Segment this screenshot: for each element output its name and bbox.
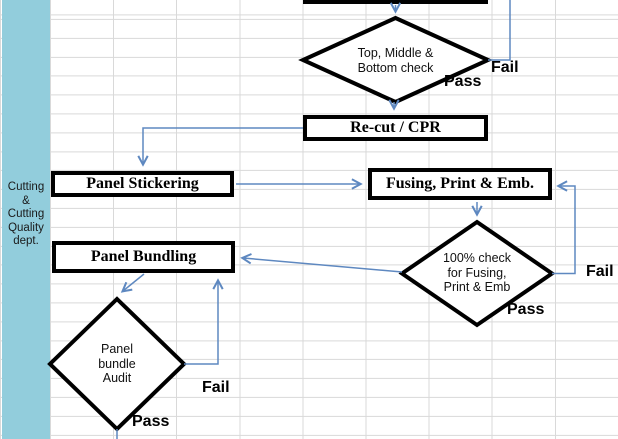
cut-off-top-box[interactable] — [303, 0, 488, 4]
panel-bundling-label: Panel Bundling — [90, 248, 197, 265]
check2-pass-label[interactable]: Pass — [507, 301, 545, 318]
check2-fail-label[interactable]: Fail — [586, 263, 614, 280]
department-cell — [2, 0, 50, 439]
panel-bundling-box[interactable]: Panel Bundling — [52, 241, 235, 273]
connector-recut-to-stickering — [137, 127, 303, 167]
connector-check1-fail-up — [488, 0, 511, 61]
recut-cpr-label: Re-cut / CPR — [350, 119, 441, 136]
audit-fail-label[interactable]: Fail — [202, 379, 230, 396]
connector-bundling-to-audit — [120, 273, 145, 293]
panel-stickering-label: Panel Stickering — [86, 175, 199, 192]
check1-pass-label[interactable]: Pass — [444, 73, 482, 90]
recut-cpr-box[interactable]: Re-cut / CPR — [303, 115, 488, 141]
connector-check2-fail-to-fusing — [552, 180, 576, 275]
department-label: Cutting & Cutting Quality dept. — [7, 181, 45, 248]
connector-check2-to-bundling — [240, 253, 403, 273]
check1-fail-label[interactable]: Fail — [491, 59, 519, 76]
fusing-print-emb-box[interactable]: Fusing, Print & Emb. — [368, 168, 552, 200]
audit-pass-label[interactable]: Pass — [132, 413, 170, 430]
panel-stickering-box[interactable]: Panel Stickering — [51, 171, 234, 197]
audit-label: Panel bundle Audit — [98, 342, 136, 386]
fusing-print-emb-label: Fusing, Print & Emb. — [385, 175, 534, 192]
connector-audit-fail-to-bundling — [184, 278, 224, 365]
